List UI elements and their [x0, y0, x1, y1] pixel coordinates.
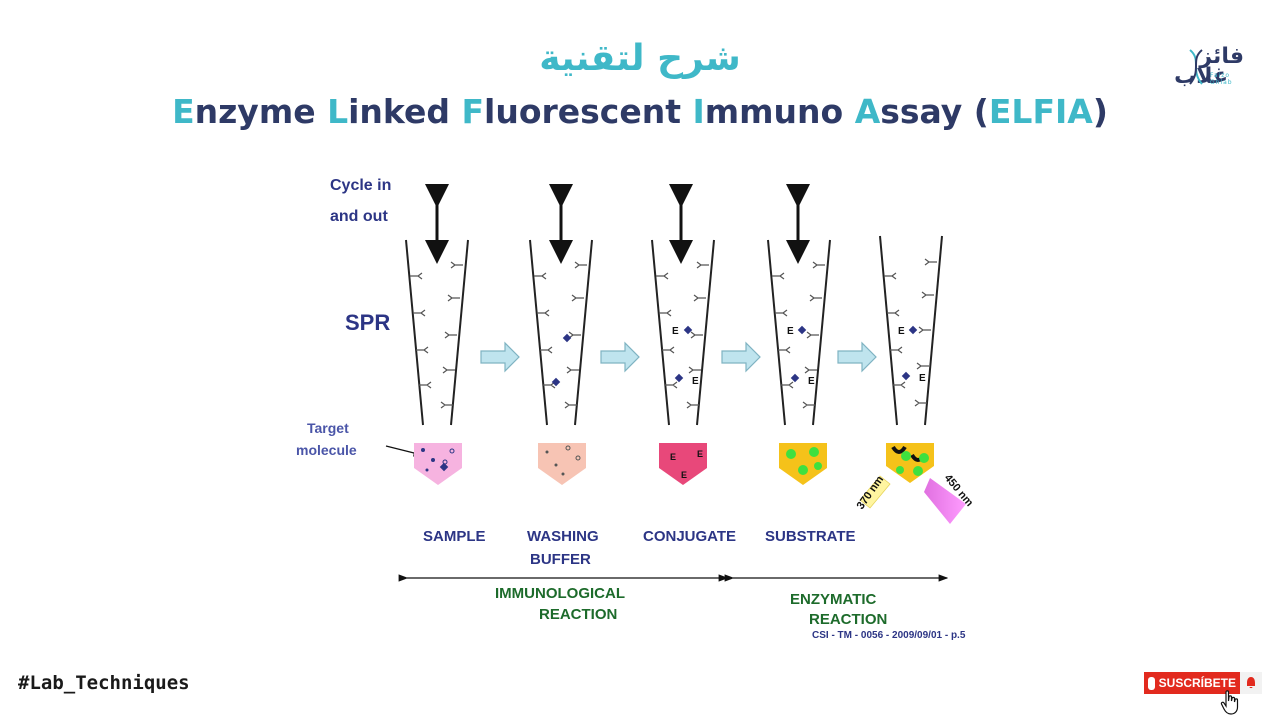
- tip-wall-right: [924, 235, 943, 426]
- spr-tip-washing: [529, 184, 593, 485]
- subscribe-label: SUSCRÍBETE: [1158, 676, 1236, 690]
- title-arabic: شرح لتقنية: [539, 38, 741, 79]
- notification-bell[interactable]: [1240, 672, 1262, 694]
- title-e-rest: nzyme: [194, 92, 328, 131]
- step-label-washing: WASHING: [527, 528, 599, 545]
- enzyme-label: E: [697, 449, 703, 459]
- title-a-rest: ssay: [880, 92, 974, 131]
- tip-wall-right: [450, 239, 469, 426]
- title-paren-close: ): [1092, 92, 1108, 131]
- subscribe-button[interactable]: SUSCRÍBETE: [1144, 672, 1240, 694]
- title-paren-open: (: [973, 92, 989, 131]
- title-f-rest: luorescent: [484, 92, 693, 131]
- enzyme-label: E: [692, 376, 699, 387]
- step-label-conjugate: CONJUGATE: [643, 528, 736, 545]
- spr-tip-sample: [405, 184, 469, 485]
- spr-tip-reading: E E 370 nm 450 nm: [855, 235, 975, 524]
- step-arrow-2: [600, 341, 640, 373]
- enzymatic-label-2: REACTION: [809, 611, 887, 628]
- step-arrow-3: [721, 341, 761, 373]
- target-label-2: molecule: [296, 442, 357, 458]
- enzyme-label: E: [670, 452, 676, 462]
- antibodies: [656, 261, 709, 409]
- logo-en-2: Ghlab: [1210, 79, 1233, 86]
- antibodies: [772, 261, 825, 409]
- enzyme-label: E: [808, 376, 815, 387]
- enzyme-label: E: [898, 326, 905, 337]
- logo-ar-bottom: غلاب: [1174, 64, 1228, 89]
- tip-wall-left: [529, 239, 548, 426]
- conjugate-well: [659, 443, 707, 485]
- bell-icon: [1247, 677, 1255, 689]
- title-l-hl: L: [327, 92, 349, 131]
- title-l-rest: inked: [348, 92, 462, 131]
- logo-ar-top: فائز: [1199, 44, 1244, 69]
- step-label-buffer: BUFFER: [530, 551, 591, 568]
- step-arrow-1: [480, 341, 520, 373]
- title-a-hl: A: [854, 92, 881, 131]
- title-english: Enzyme Linked Fluorescent Immuno Assay (…: [0, 92, 1280, 131]
- hand-cursor-icon: [1220, 690, 1239, 715]
- tip-wall-left: [879, 235, 898, 426]
- enzymatic-label-1: ENZYMATIC: [790, 591, 877, 608]
- enzyme-label: E: [919, 373, 926, 384]
- tip-wall-left: [767, 239, 786, 426]
- target-label-1: Target: [307, 420, 349, 436]
- enzyme-label: E: [681, 470, 687, 480]
- step-arrow-4: [837, 341, 877, 373]
- washing-well: [538, 443, 586, 485]
- tip-wall-right: [812, 239, 831, 426]
- antibodies: [884, 258, 937, 407]
- tip-wall-right: [696, 239, 715, 426]
- excitation-beam: [859, 475, 891, 509]
- spr-tip-substrate: E E: [767, 184, 831, 485]
- cycle-label-1: Cycle in: [330, 177, 391, 194]
- immuno-label-1: IMMUNOLOGICAL: [495, 585, 625, 602]
- cycle-label-2: and out: [330, 208, 388, 225]
- tip-wall-left: [651, 239, 670, 426]
- antibodies: [410, 261, 463, 409]
- title-acronym: ELFIA: [988, 92, 1093, 131]
- emission-beam: [924, 478, 966, 524]
- immuno-label-2: REACTION: [539, 606, 617, 623]
- title-i-hl: I: [692, 92, 705, 131]
- sample-well: [414, 443, 462, 485]
- hashtag: #Lab_Techniques: [18, 672, 190, 694]
- title-i-rest: mmuno: [704, 92, 855, 131]
- step-label-substrate: SUBSTRATE: [765, 528, 856, 545]
- logo-en-1: Faizo: [1210, 72, 1231, 79]
- tip-wall-left: [405, 239, 424, 426]
- dna-icon: [1189, 49, 1203, 85]
- elfia-diagram: Cycle in and out SPR Target molecule E E: [296, 177, 975, 641]
- youtube-icon: [1148, 676, 1161, 690]
- tip-wall-right: [574, 239, 593, 426]
- enzyme-label: E: [672, 326, 679, 337]
- title-e-hl: E: [172, 92, 195, 131]
- citation: CSI - TM - 0056 - 2009/09/01 - p.5: [812, 630, 966, 641]
- antibodies: [534, 261, 587, 409]
- enzyme-label: E: [787, 326, 794, 337]
- step-label-sample: SAMPLE: [423, 528, 486, 545]
- title-f-hl: F: [461, 92, 485, 131]
- spr-tip-conjugate: E E E E E: [651, 184, 715, 485]
- spr-label: SPR: [345, 310, 390, 335]
